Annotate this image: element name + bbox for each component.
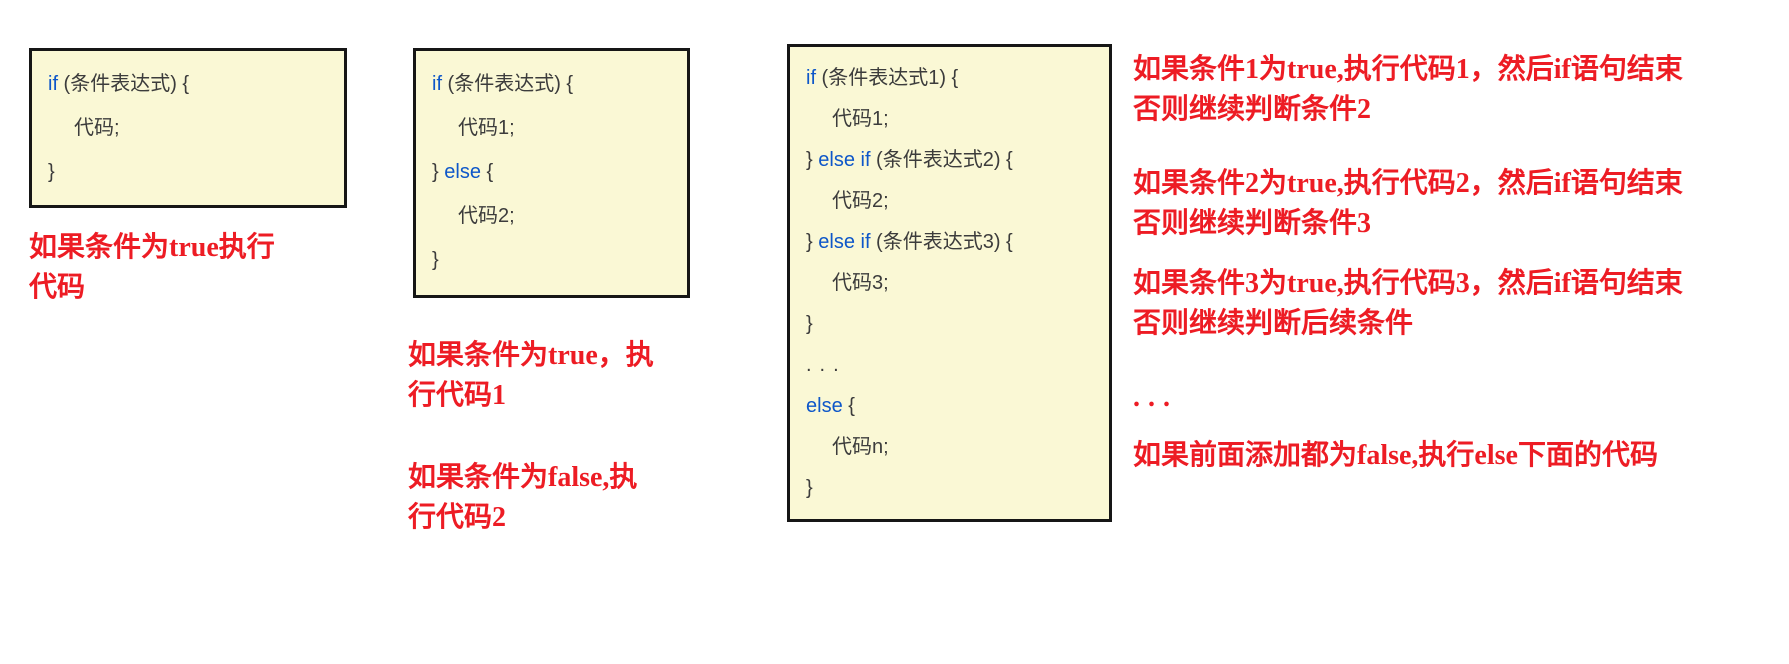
- code-token: 代码3;: [832, 272, 889, 294]
- code-line: 代码3;: [806, 263, 1093, 304]
- code-token: }: [432, 161, 445, 183]
- code-token: 代码1;: [832, 108, 889, 130]
- elseif-annotation-dots: ...: [1133, 378, 1178, 418]
- code-token: }: [48, 161, 55, 183]
- annotation-line: 代码: [29, 272, 86, 303]
- code-line: 代码n;: [806, 427, 1093, 468]
- code-line: 代码1;: [806, 99, 1093, 140]
- code-line: else {: [806, 386, 1093, 427]
- code-line: 代码2;: [806, 181, 1093, 222]
- code-line: }: [806, 468, 1093, 509]
- code-token: (条件表达式1) {: [816, 67, 959, 89]
- code-token: (条件表达式) {: [58, 73, 190, 95]
- if-else-syntax-box: if (条件表达式) {代码1;} else {代码2;}: [413, 48, 690, 298]
- elseif-annotation-3: 如果条件3为true,执行代码3，然后if语句结束否则继续判断后续条件: [1133, 264, 1683, 344]
- code-token: }: [806, 313, 813, 335]
- code-token: 代码n;: [832, 436, 889, 458]
- code-line: } else {: [432, 150, 671, 194]
- code-line: if (条件表达式) {: [432, 62, 671, 106]
- code-token: {: [842, 395, 855, 417]
- elseif-annotation-2: 如果条件2为true,执行代码2，然后if语句结束否则继续判断条件3: [1133, 164, 1683, 244]
- code-token: 代码1;: [458, 117, 515, 139]
- code-line: } else if (条件表达式2) {: [806, 140, 1093, 181]
- code-token: (条件表达式) {: [442, 73, 574, 95]
- annotation-line: 行代码2: [408, 502, 507, 533]
- annotation-line: 否则继续判断条件2: [1133, 94, 1372, 125]
- if-syntax-box: if (条件表达式) { 代码;}: [29, 48, 347, 208]
- code-line: if (条件表达式) {: [48, 62, 328, 106]
- annotation-line: ...: [1133, 382, 1178, 413]
- code-token: 代码;: [74, 117, 120, 139]
- code-line: ...: [806, 345, 1093, 386]
- code-line: }: [806, 304, 1093, 345]
- annotation-line: 否则继续判断条件3: [1133, 208, 1372, 239]
- if-annotation: 如果条件为true执行代码: [29, 228, 275, 308]
- code-token: {: [480, 161, 494, 183]
- annotation-line: 如果条件为true，执: [408, 340, 654, 371]
- code-line: }: [48, 150, 328, 194]
- code-line: }: [432, 238, 671, 282]
- code-token: (条件表达式3) {: [870, 231, 1013, 253]
- annotation-line: 行代码1: [408, 380, 507, 411]
- elseif-annotation-else: 如果前面添加都为false,执行else下面的代码: [1133, 436, 1658, 476]
- code-token: }: [806, 477, 813, 499]
- code-token: 代码2;: [458, 205, 515, 227]
- code-token: ...: [806, 354, 847, 376]
- code-line: if (条件表达式1) {: [806, 58, 1093, 99]
- code-token: }: [432, 249, 439, 271]
- keyword-token: else if: [818, 149, 871, 171]
- code-token: (条件表达式2) {: [870, 149, 1013, 171]
- keyword-token: else if: [818, 231, 871, 253]
- if-else-annotation-true: 如果条件为true，执行代码1: [408, 336, 654, 416]
- code-line: 代码2;: [432, 194, 671, 238]
- keyword-token: if: [432, 73, 442, 95]
- elseif-annotation-1: 如果条件1为true,执行代码1，然后if语句结束否则继续判断条件2: [1133, 50, 1683, 130]
- annotation-line: 如果条件1为true,执行代码1，然后if语句结束: [1133, 54, 1683, 85]
- code-token: }: [806, 149, 819, 171]
- if-else-annotation-false: 如果条件为false,执行代码2: [408, 458, 637, 538]
- code-token: 代码2;: [832, 190, 889, 212]
- keyword-token: if: [806, 67, 816, 89]
- annotation-line: 如果条件为true执行: [29, 232, 275, 263]
- if-elseif-else-syntax-box: if (条件表达式1) {代码1;} else if (条件表达式2) {代码2…: [787, 44, 1112, 522]
- keyword-token: else: [806, 395, 843, 417]
- annotation-line: 如果条件3为true,执行代码3，然后if语句结束: [1133, 268, 1683, 299]
- code-line: } else if (条件表达式3) {: [806, 222, 1093, 263]
- keyword-token: if: [48, 73, 58, 95]
- keyword-token: else: [444, 161, 481, 183]
- annotation-line: 如果条件为false,执: [408, 462, 638, 493]
- code-line: 代码1;: [432, 106, 671, 150]
- annotation-line: 如果条件2为true,执行代码2，然后if语句结束: [1133, 168, 1683, 199]
- code-token: }: [806, 231, 819, 253]
- code-line: 代码;: [48, 106, 328, 150]
- annotation-line: 否则继续判断后续条件: [1133, 308, 1414, 339]
- annotation-line: 如果前面添加都为false,执行else下面的代码: [1133, 440, 1658, 471]
